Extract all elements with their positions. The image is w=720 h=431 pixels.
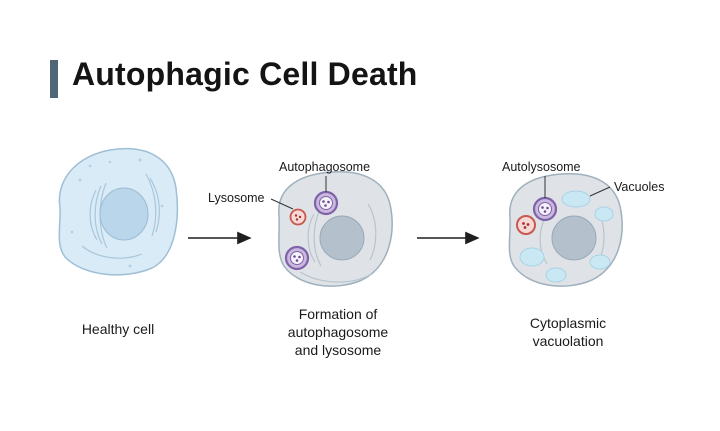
autolysosome-vesicle [516, 196, 558, 235]
caption-line: Formation of [298, 306, 378, 322]
autophagosome-vesicle-lower [284, 245, 310, 271]
healthy-cell-dots [70, 158, 164, 268]
lysosome-label: Lysosome [208, 191, 265, 205]
autophagosome-vesicle [313, 190, 339, 216]
autophagy-cell [270, 171, 393, 287]
autophagosome-label: Autophagosome [279, 160, 371, 174]
autolysosome-label: Autolysosome [502, 160, 581, 174]
caption-line: and lysosome [294, 342, 382, 358]
caption-line: Healthy cell [81, 321, 155, 337]
autophagy-cell-nucleus [319, 215, 365, 261]
vacuoles-label: Vacuoles [614, 180, 665, 194]
stage-caption-vacuolation: Cytoplasmic vacuolation [503, 314, 633, 350]
autophagy-cell-organelles [299, 203, 377, 283]
caption-line: Cytoplasmic [529, 315, 607, 331]
page-title: Autophagic Cell Death [72, 56, 418, 92]
vacuolated-cell [508, 173, 623, 287]
vacuoles [519, 190, 614, 283]
healthy-cell-nucleus [99, 187, 149, 241]
healthy-cell [58, 147, 179, 276]
vacuolated-cell-nucleus [551, 215, 597, 261]
lysosome-leader [270, 198, 294, 210]
lysosome-vesicle [289, 208, 307, 226]
vacuoles-leader [589, 186, 611, 197]
title-accent-bar [50, 60, 58, 98]
stage-caption-healthy: Healthy cell [58, 320, 178, 338]
caption-line: vacuolation [532, 333, 604, 349]
caption-line: autophagosome [287, 324, 389, 340]
stage-caption-formation: Formation of autophagosome and lysosome [268, 305, 408, 359]
